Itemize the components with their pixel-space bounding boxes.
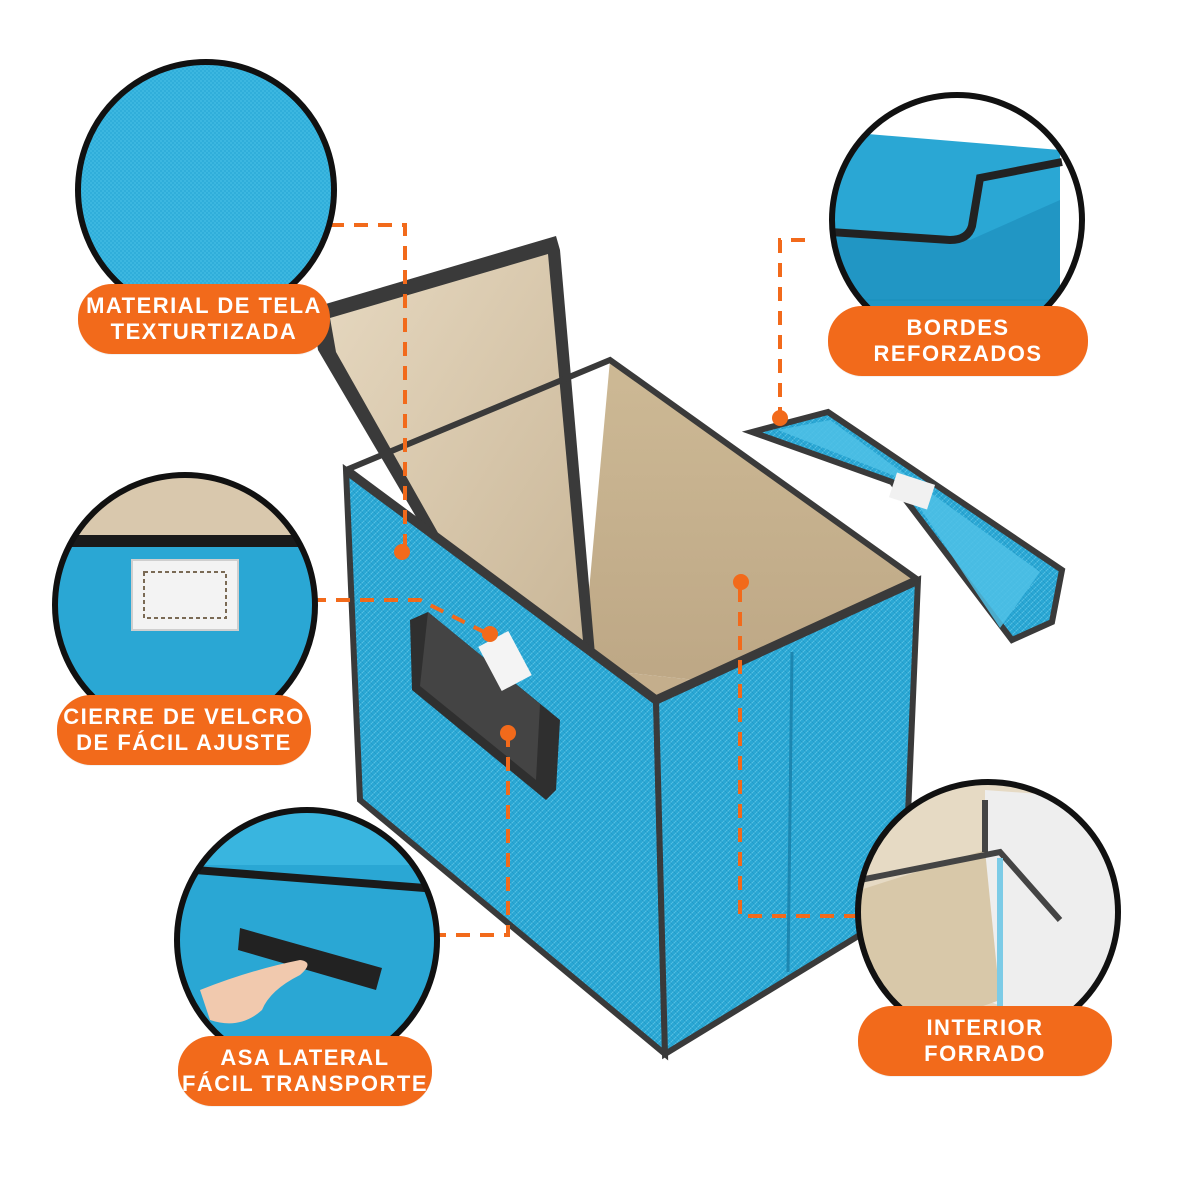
label-cierre-de-velcro: CIERRE DE VELCRO DE FÁCIL AJUSTE [57, 695, 311, 765]
detail-circle-edges [829, 92, 1085, 348]
label-material-line2: TEXTURTIZADA [110, 319, 298, 344]
label-velcro-line2: DE FÁCIL AJUSTE [76, 730, 292, 755]
label-bordes-reforzados: BORDES REFORZADOS [828, 306, 1088, 376]
label-material-line1: MATERIAL DE TELA [86, 293, 322, 318]
label-interior-line1: INTERIOR [926, 1015, 1044, 1040]
detail-circle-interior [855, 779, 1121, 1045]
label-asa-line2: FÁCIL TRANSPORTE [181, 1071, 429, 1096]
label-material-de-tela: MATERIAL DE TELA TEXTURTIZADA [78, 284, 330, 354]
label-asa-line1: ASA LATERAL [220, 1045, 390, 1070]
label-asa-lateral: ASA LATERAL FÁCIL TRANSPORTE [178, 1036, 432, 1106]
leader-dots [394, 410, 788, 741]
label-interior-forrado: INTERIOR FORRADO [858, 1006, 1112, 1076]
label-velcro-line1: CIERRE DE VELCRO [63, 704, 305, 729]
label-bordes-line2: REFORZADOS [873, 341, 1043, 366]
leader-lines [312, 223, 858, 937]
label-interior-line2: FORRADO [924, 1041, 1046, 1066]
label-bordes-line1: BORDES [906, 315, 1010, 340]
